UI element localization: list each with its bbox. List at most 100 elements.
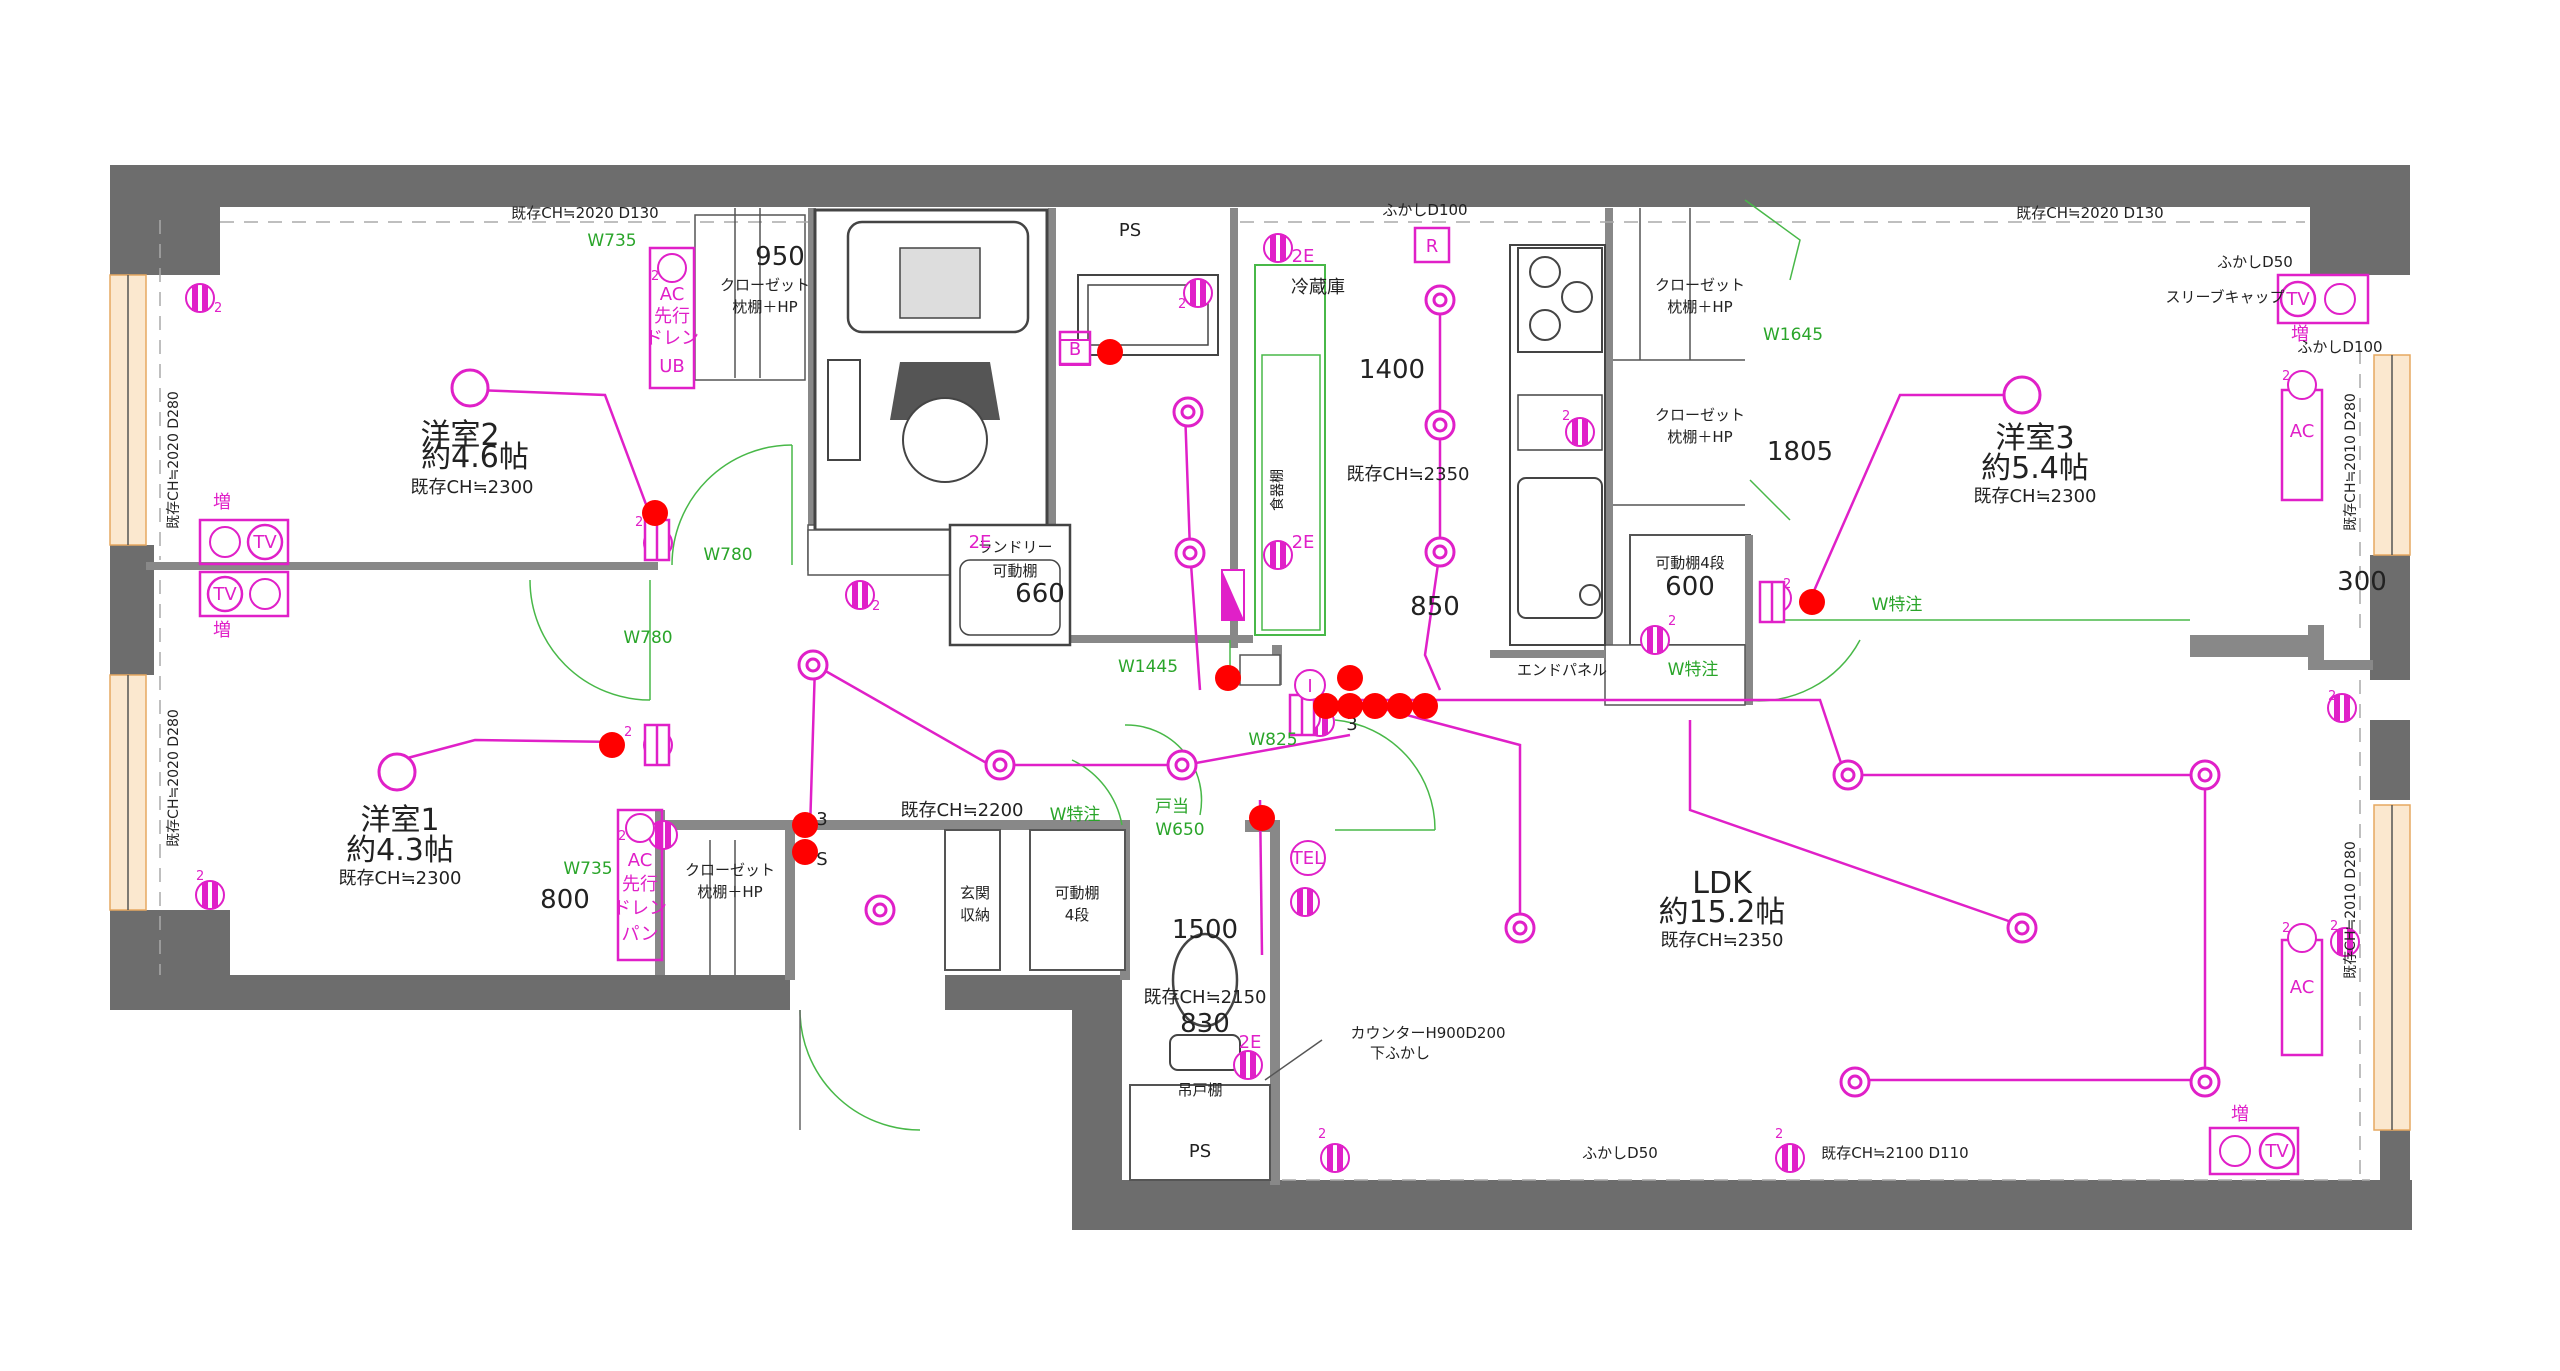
tv-outlet-3: TV <box>2279 280 2317 318</box>
door-w-tokuchu-2: W特注 <box>1872 595 1923 615</box>
room-ceiling-yoshitsu2: 既存CH≒2300 <box>410 477 533 498</box>
room-labels: 洋室2 約4.6帖 既存CH≒2300 洋室1 約4.3帖 既存CH≒2300 … <box>338 418 2096 951</box>
downlight-corridor-3 <box>1166 749 1198 781</box>
genkan-line2: 収納 <box>960 906 990 924</box>
door-toate: 戸当 <box>1155 797 1189 817</box>
b-fixture: B <box>1069 339 1081 360</box>
downlight-kitchen-1 <box>1424 284 1456 316</box>
outlet-16 <box>1320 1143 1350 1173</box>
room-size-yoshitsu2: 約4.6帖 <box>421 440 529 475</box>
movable-shelf-line1: 可動棚 <box>1054 884 1099 902</box>
misc-labels: PS PS クローゼット 枕棚＋HP クローゼット 枕棚＋HP クローゼット 枕… <box>166 201 2383 1162</box>
ac-units: AC AC AC 先行 ドレン UB AC 先行 ドレン パン <box>613 246 2324 1057</box>
closet-3-line2: 枕棚＋HP <box>1667 428 1732 446</box>
wall-right-2: 既存CH≒2010 D280 <box>2343 841 2359 979</box>
closet-3-line1: クローゼット <box>1655 406 1745 424</box>
svg-text:2: 2 <box>1668 614 1676 629</box>
ac-label-1: AC <box>2290 421 2315 442</box>
downlight-ldk-5 <box>1839 1066 1871 1098</box>
three-label-2: 3 <box>816 809 827 830</box>
dim-660: 660 <box>1015 579 1065 609</box>
svg-text:2: 2 <box>872 599 880 614</box>
dim-800: 800 <box>540 885 590 915</box>
room-name-yoshitsu1: 洋室1 <box>360 803 439 838</box>
outlet-11 <box>1565 417 1595 447</box>
ceiling-corridor: 既存CH≒2200 <box>900 800 1023 821</box>
laundry-area: ランドリー 可動棚 <box>948 523 1072 647</box>
genkan-line1: 玄関 <box>960 884 990 902</box>
door-w-tokuchu-1: W特注 <box>1050 805 1101 825</box>
closets <box>709 208 1745 975</box>
e2-label-1: 2E <box>1292 246 1315 267</box>
svg-text:2: 2 <box>1775 1127 1783 1142</box>
svg-text:2: 2 <box>1562 409 1570 424</box>
ceiling-kitchen: 既存CH≒2350 <box>1346 464 1469 485</box>
movable-shelf-line2: 4段 <box>1065 906 1090 924</box>
outlet-3 <box>845 580 875 610</box>
outlet-1 <box>185 283 215 313</box>
three-label-1: 3 <box>1346 714 1357 735</box>
downlight-ldk-3 <box>1504 912 1536 944</box>
closet-1-line2: 枕棚＋HP <box>732 298 797 316</box>
downlight-ldk-4 <box>2006 912 2038 944</box>
ceiling-light-yoshitsu1 <box>377 752 417 792</box>
closet-2-line1: クローゼット <box>1655 276 1745 294</box>
door-w735-bottom: W735 <box>563 859 612 879</box>
ceiling-light-yoshitsu3 <box>2002 375 2042 415</box>
outlet-15 <box>2330 927 2360 957</box>
e2-label-3: 2E <box>969 532 992 553</box>
ac-pipe-1d: UB <box>659 356 685 377</box>
outlet-9 <box>1263 540 1293 570</box>
svg-text:2: 2 <box>1783 577 1791 592</box>
outlets <box>185 233 2360 1173</box>
downlight-ldk-2 <box>2189 759 2221 791</box>
fukashi-d100-top: ふかしD100 <box>1382 201 1467 219</box>
red-markers <box>599 339 1825 865</box>
downlight-wash-1 <box>1172 396 1204 428</box>
ceiling-light-yoshitsu2 <box>450 368 490 408</box>
special-fixtures: R B I TEL 2E 2E 2E 2E 3 3 S <box>816 226 1451 1053</box>
svg-text:TV: TV <box>2285 289 2310 310</box>
wall-right-1: 既存CH≒2010 D280 <box>2343 393 2359 531</box>
room-size-yoshitsu1: 約4.3帖 <box>346 833 454 868</box>
closet-4-line2: 枕棚＋HP <box>697 883 762 901</box>
svg-text:2: 2 <box>2282 921 2290 936</box>
dim-1400: 1400 <box>1359 355 1425 385</box>
counter-line2: 下ふかし <box>1370 1044 1430 1062</box>
ceiling-toilet: 既存CH≒2150 <box>1143 987 1266 1008</box>
outlet-4 <box>195 880 225 910</box>
downlight-wash-2 <box>1174 537 1206 569</box>
svg-text:2: 2 <box>651 269 659 284</box>
dim-1500: 1500 <box>1172 915 1238 945</box>
outlet-19 <box>1233 1050 1263 1080</box>
closet-4-line1: クローゼット <box>685 861 775 879</box>
downlight-ldk-6 <box>2189 1066 2221 1098</box>
outlet-18 <box>1290 887 1320 917</box>
r-fixture: R <box>1426 236 1439 257</box>
tv-outlet-2: TV <box>206 575 244 613</box>
room-size-yoshitsu3: 約5.4帖 <box>1981 451 2089 486</box>
ac-pipe-1b: 先行 <box>654 306 690 327</box>
door-w780-a: W780 <box>703 545 752 565</box>
ac-pipe-2c: ドレン <box>613 898 667 919</box>
kitchen-unit <box>1254 244 1606 658</box>
windows <box>109 274 2411 1131</box>
zou-label-3: 増 <box>2291 324 2309 345</box>
ac-pipe-2d: パン <box>622 924 659 945</box>
door-w735-top: W735 <box>587 231 636 251</box>
wall-left-1: 既存CH≒2020 D280 <box>166 391 182 529</box>
downlight-corridor-1 <box>797 649 829 681</box>
dim-600: 600 <box>1665 572 1715 602</box>
ac-pipe-1c: ドレン <box>645 328 699 349</box>
unit-bath <box>807 208 1049 576</box>
downlight-corridor-2 <box>984 749 1016 781</box>
outlet-7 <box>1183 278 1213 308</box>
ac-pipe-1a: AC <box>660 284 685 305</box>
door-labels: W735 W735 W780 W780 W1445 W825 W特注 W特注 W… <box>563 231 1922 879</box>
room-ceiling-ldk: 既存CH≒2350 <box>1660 930 1783 951</box>
ceiling-top-left: 既存CH≒2020 D130 <box>511 204 658 222</box>
dim-850: 850 <box>1410 592 1460 622</box>
zou-label-1: 増 <box>213 492 231 513</box>
tel-fixture: TEL <box>1291 848 1324 869</box>
door-w825: W825 <box>1248 730 1297 750</box>
